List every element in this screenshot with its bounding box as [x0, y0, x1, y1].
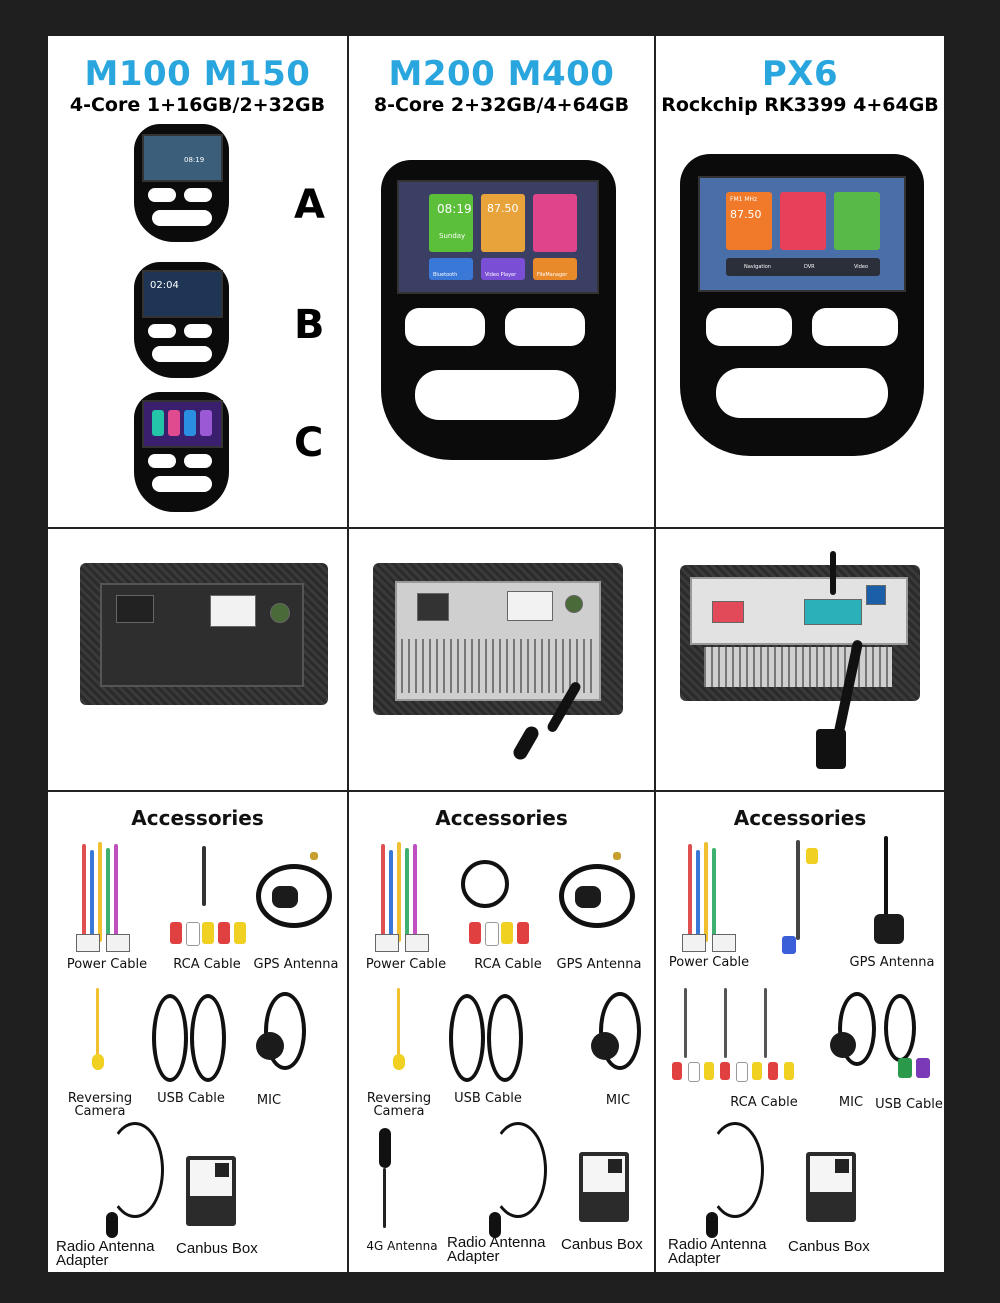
model-m200-cell: M200 M400 8-Core 2+32GB/4+64GB 08:19 Sun…	[349, 36, 654, 527]
canbus-box-image	[806, 1152, 856, 1222]
model-spec: 4-Core 1+16GB/2+32GB	[69, 94, 326, 116]
accessories-title: Accessories	[131, 806, 264, 830]
back-panel-px6	[656, 529, 944, 790]
accessory-label: GPS Antenna	[556, 957, 642, 972]
mic-image	[579, 992, 649, 1092]
power-cable-image	[72, 834, 142, 954]
radio-px6: FM1 MHz 87.50 Navigation DVR Video	[680, 154, 924, 456]
radio-variant-c	[134, 392, 229, 512]
canbus-box-image	[186, 1156, 236, 1226]
wiring-harness-image	[766, 840, 846, 960]
gps-antenna-image	[559, 852, 639, 942]
accessories-m200: Accessories Power Cable RCA Cable GPS An…	[349, 792, 654, 1272]
rca-cable-image	[664, 988, 804, 1088]
model-spec: 8-Core 2+32GB/4+64GB	[373, 94, 630, 116]
accessory-label: Power Cable	[365, 957, 447, 972]
accessory-label: Canbus Box	[176, 1240, 258, 1257]
rca-cable-image	[461, 846, 551, 950]
accessories-m100: Accessories Power Cable RCA Cable GPS An…	[48, 792, 347, 1272]
accessory-label: Power Cable	[668, 955, 750, 970]
accessory-label: RCA Cable	[173, 957, 241, 972]
accessory-label: USB Cable	[157, 1091, 225, 1106]
rca-cable-image	[162, 846, 252, 950]
variant-label-b: B	[294, 302, 325, 348]
mic-image	[238, 992, 308, 1092]
accessory-label: USB Cable	[454, 1091, 522, 1106]
back-panel-m100	[48, 529, 347, 790]
4g-antenna-image	[373, 1128, 413, 1238]
accessory-label: Reversing Camera	[67, 1091, 133, 1119]
radio-variant-b: 02:04	[134, 262, 229, 378]
accessory-label: Radio Antenna Adapter	[447, 1234, 546, 1265]
accessory-label: RCA Cable	[474, 957, 542, 972]
back-panel-m200	[349, 529, 654, 790]
accessories-px6: Accessories Power Cable GPS Antenna	[656, 792, 944, 1272]
accessory-label: Canbus Box	[788, 1238, 870, 1255]
radio-variant-a: 08:19	[134, 124, 229, 242]
accessory-label: GPS Antenna	[849, 955, 935, 970]
accessory-label: Reversing Camera	[366, 1091, 432, 1119]
accessory-label: USB Cable	[875, 1097, 943, 1112]
model-px6-cell: PX6 Rockchip RK3399 4+64GB FM1 MHz 87.50…	[656, 36, 944, 527]
accessories-title: Accessories	[733, 806, 867, 830]
gps-antenna-image	[256, 852, 336, 942]
gps-antenna-image	[870, 836, 940, 956]
product-comparison-sheet: M100 M150 4-Core 1+16GB/2+32GB 08:19 A 0…	[48, 36, 944, 1272]
model-title: PX6	[761, 54, 839, 94]
column-divider	[347, 36, 349, 1272]
mic-image	[820, 992, 880, 1092]
model-m100-cell: M100 M150 4-Core 1+16GB/2+32GB 08:19 A 0…	[48, 36, 347, 527]
accessory-label: Power Cable	[66, 957, 148, 972]
reversing-camera-image	[375, 988, 425, 1078]
accessory-label: Canbus Box	[561, 1236, 643, 1253]
variant-label-c: C	[294, 420, 324, 466]
radio-antenna-adapter-image	[96, 1122, 166, 1242]
accessory-label: MIC	[605, 1093, 631, 1108]
usb-cable-image	[449, 988, 529, 1088]
accessory-label: 4G Antenna	[366, 1239, 438, 1253]
variant-label-a: A	[294, 182, 325, 228]
accessory-label: GPS Antenna	[253, 957, 339, 972]
accessory-label: RCA Cable	[730, 1095, 798, 1110]
row-divider	[48, 790, 944, 792]
accessory-label: Radio Antenna Adapter	[56, 1238, 155, 1269]
radio-m200: 08:19 Sunday 87.50 Bluetooth Video Playe…	[381, 160, 616, 460]
radio-antenna-adapter-image	[696, 1122, 766, 1242]
power-cable-image	[678, 834, 748, 954]
accessories-title: Accessories	[435, 806, 568, 830]
power-cable-image	[371, 834, 441, 954]
column-divider	[654, 36, 656, 1272]
canbus-box-image	[579, 1152, 629, 1222]
usb-cable-image	[152, 988, 232, 1088]
usb-cable-image	[884, 988, 944, 1088]
accessory-label: Radio Antenna Adapter	[668, 1236, 767, 1267]
reversing-camera-image	[74, 988, 124, 1078]
model-title: M100 M150	[84, 54, 311, 94]
radio-antenna-adapter-image	[479, 1122, 549, 1242]
model-title: M200 M400	[388, 54, 615, 94]
accessory-label: MIC	[838, 1095, 864, 1110]
accessory-label: MIC	[256, 1093, 282, 1108]
row-divider	[48, 527, 944, 529]
model-spec: Rockchip RK3399 4+64GB	[661, 94, 939, 116]
